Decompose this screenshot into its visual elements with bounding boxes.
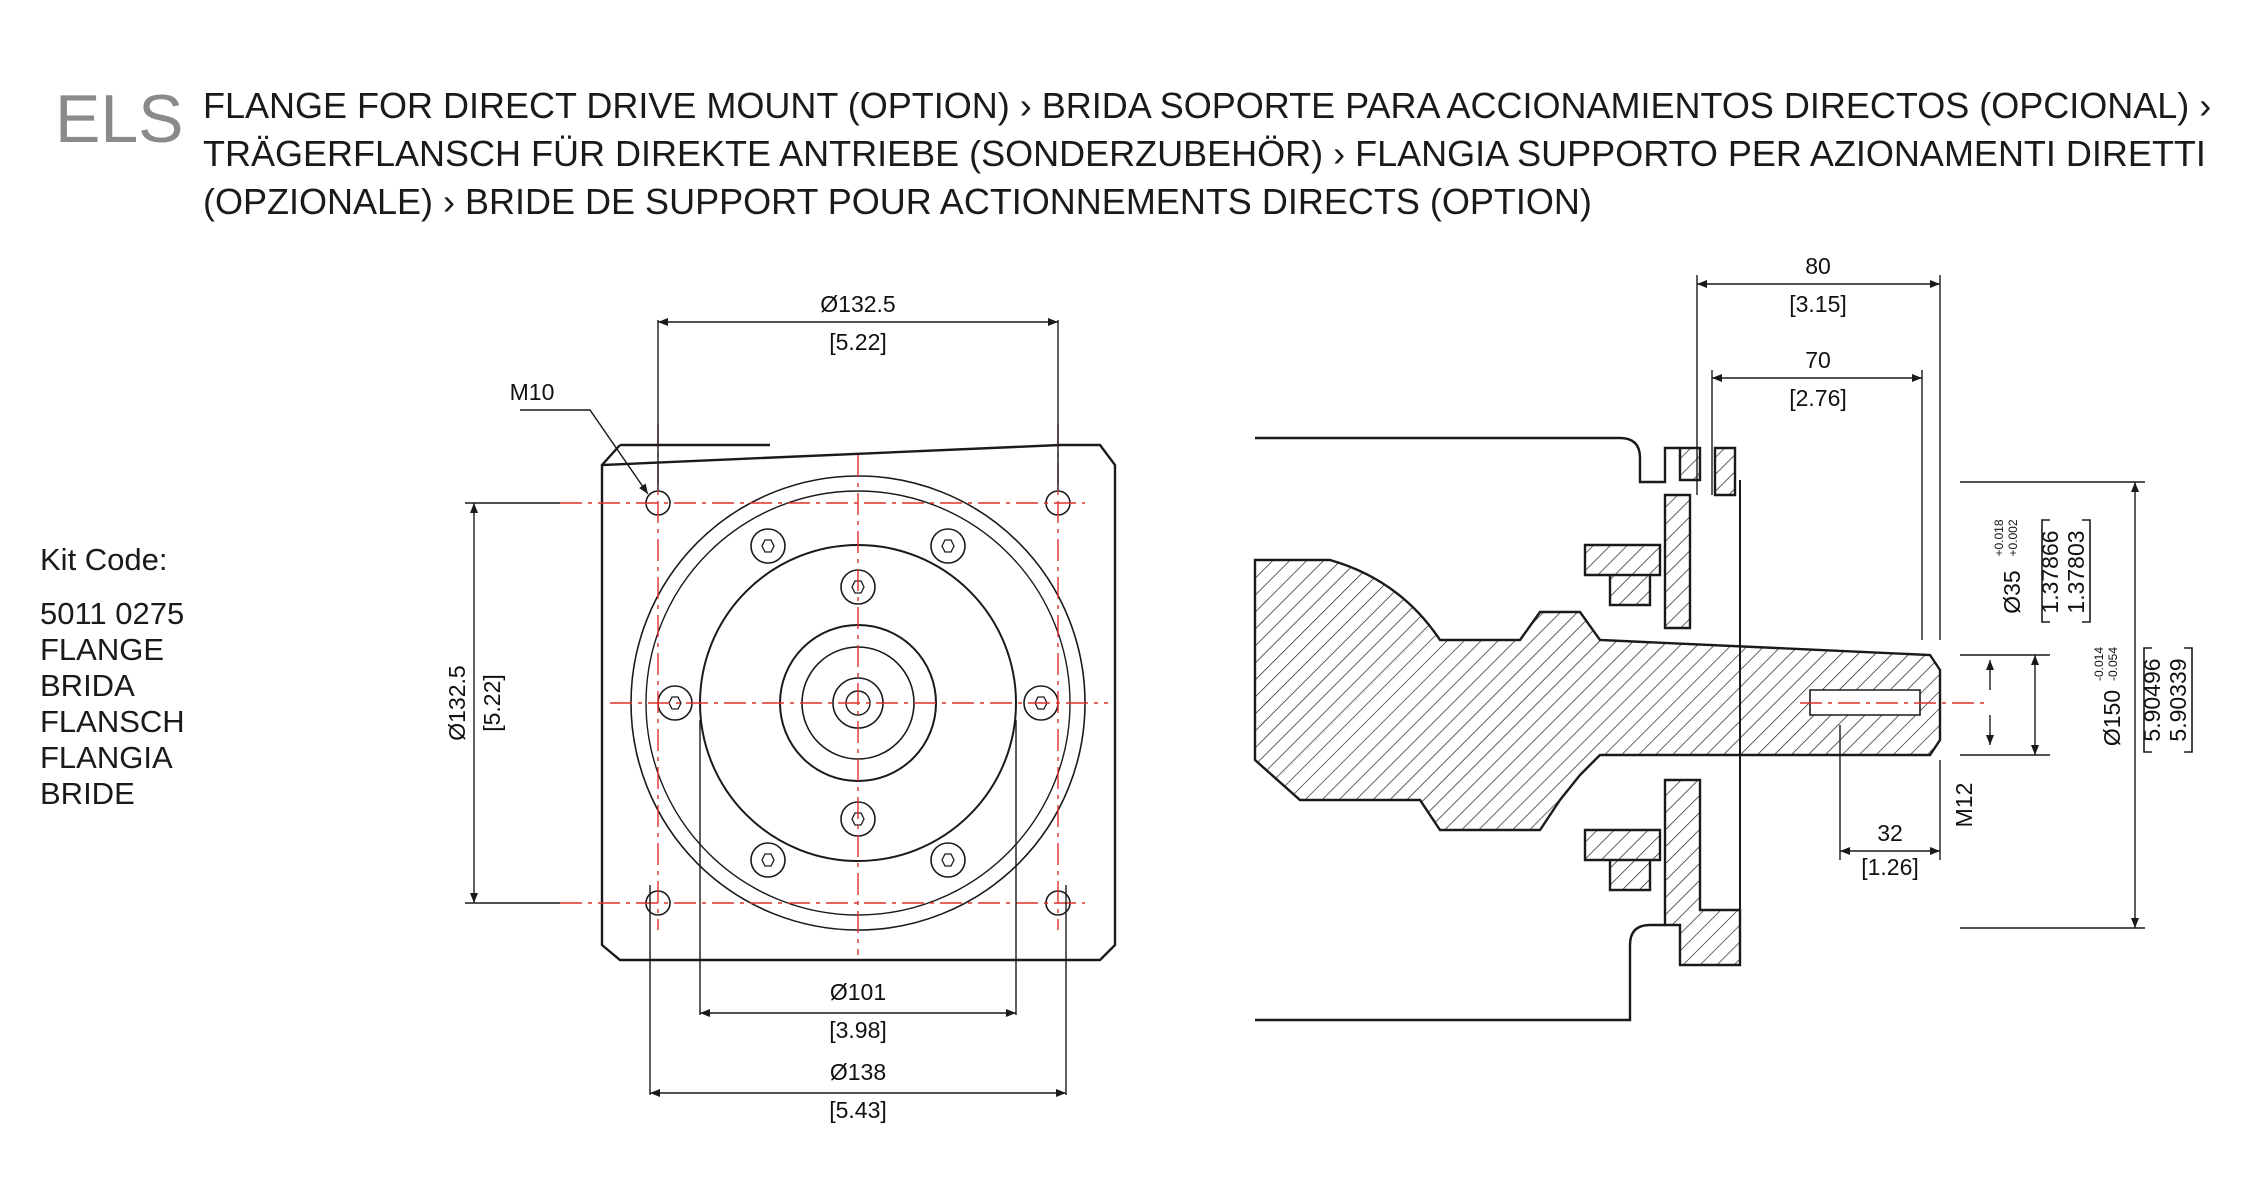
dim-pilot-imperial: [3.98]	[829, 1017, 887, 1043]
kit-code-block: Kit Code: 5011 0275 FLANGE BRIDA FLANSCH…	[40, 542, 185, 812]
dim-shaft-tol-upper: +0.018	[1992, 519, 2006, 556]
dim-shaft-imperial-min: 1.37803	[2063, 530, 2089, 613]
dim-bolt-circle-x-metric: Ø132.5	[820, 291, 895, 317]
dim-length-80-metric: 80	[1805, 253, 1831, 279]
housing-upper-outline	[1255, 436, 1680, 484]
dim-shaft-metric: Ø35	[1999, 570, 2025, 613]
dim-thread-depth-metric: 32	[1877, 820, 1903, 846]
flange-section-lower	[1663, 778, 1742, 967]
dim-bolt-circle-y-imperial: [5.22]	[479, 674, 505, 732]
dim-bolt-circle-x-imperial: [5.22]	[829, 329, 887, 355]
dim-flange-tol-upper: -0.014	[2092, 647, 2106, 681]
dim-flange-tol-lower: -0.054	[2106, 647, 2120, 681]
kit-name-de: FLANSCH	[40, 704, 185, 739]
dim-length-80-imperial: [3.15]	[1789, 291, 1847, 317]
front-dimension-lines	[465, 318, 1067, 1097]
kit-name-it: FLANGIA	[40, 740, 173, 775]
dim-flange-imperial-max: 5.90496	[2139, 658, 2165, 741]
shaft-section	[1253, 558, 1942, 832]
front-centerlines	[560, 425, 1108, 955]
dim-length-70-imperial: [2.76]	[1789, 385, 1847, 411]
dim-thread-depth-imperial: [1.26]	[1861, 854, 1919, 880]
flange-section-upper	[1663, 446, 1737, 630]
thread-label-m10: M10	[510, 379, 555, 405]
kit-code-number: 5011 0275	[40, 596, 185, 631]
housing-lower-outline	[1255, 923, 1665, 1022]
dim-outer-imperial: [5.43]	[829, 1097, 887, 1123]
side-view	[1253, 436, 1942, 1022]
dim-outer-metric: Ø138	[830, 1059, 886, 1085]
kit-code-label: Kit Code:	[40, 542, 168, 577]
kit-name-en: FLANGE	[40, 632, 165, 667]
flange-diameter-callout: Ø150 -0.014 -0.054 5.90496 5.90339	[2092, 647, 2193, 753]
dim-shaft-tol-lower: +0.002	[2006, 519, 2020, 556]
dim-shaft-imperial-max: 1.37866	[2037, 530, 2063, 613]
side-dimension-lines	[1696, 275, 2145, 929]
product-code: ELS	[55, 81, 184, 157]
dim-flange-imperial-min: 5.90339	[2165, 658, 2191, 741]
shaft-diameter-callout: Ø35 +0.018 +0.002 1.37866 1.37803	[1992, 519, 2091, 623]
thread-label-m12: M12	[1951, 783, 1977, 828]
page-title: FLANGE FOR DIRECT DRIVE MOUNT (OPTION) ›…	[203, 85, 2212, 222]
dim-length-70-metric: 70	[1805, 347, 1831, 373]
dim-pilot-metric: Ø101	[830, 979, 886, 1005]
thread-bore	[1809, 689, 1921, 716]
bearing-lower	[1583, 828, 1662, 892]
dim-bolt-circle-y-metric: Ø132.5	[444, 665, 470, 740]
kit-name-es: BRIDA	[40, 668, 135, 703]
kit-name-fr: BRIDE	[40, 776, 135, 811]
bearing-upper	[1583, 543, 1662, 607]
dim-flange-metric: Ø150	[2099, 690, 2125, 746]
